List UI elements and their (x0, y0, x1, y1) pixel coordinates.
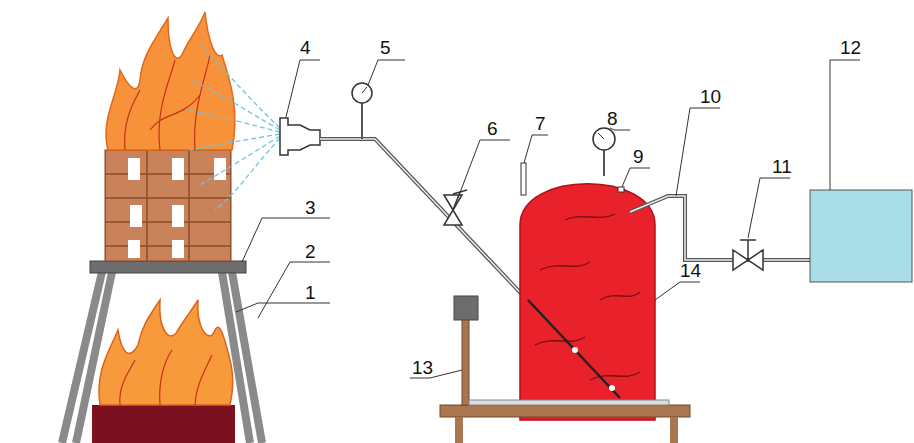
callout-number: 6 (487, 119, 498, 138)
water-tank (520, 184, 655, 420)
callout-number: 14 (680, 261, 701, 280)
stand-plate (90, 261, 246, 273)
safety-valve (618, 187, 624, 192)
callout-number: 9 (633, 147, 644, 166)
pressure-gauge (352, 83, 372, 103)
scale-display (454, 296, 478, 320)
callout-number: 7 (535, 114, 546, 133)
callout-number: 4 (300, 38, 311, 57)
valve (444, 190, 467, 225)
stand-leg (62, 272, 262, 443)
gas-pipe (630, 196, 810, 260)
pool-fire (99, 300, 233, 405)
nozzle (280, 118, 320, 155)
callout-number: 12 (840, 38, 861, 57)
weighing-scale (462, 318, 469, 405)
callout-number: 13 (412, 358, 433, 377)
callout-number: 1 (305, 283, 316, 302)
leader-line (236, 60, 860, 378)
nitrogen-source (810, 190, 912, 282)
fuel-tray (92, 405, 235, 443)
vent-pipe (521, 163, 526, 195)
wood-crib (105, 150, 231, 261)
callout-number: 10 (700, 87, 721, 106)
pressure-gauge (593, 128, 615, 150)
callout-number: 5 (380, 38, 391, 57)
valve (733, 240, 763, 270)
water-mist-spray (185, 45, 280, 210)
crib-fire (106, 12, 235, 150)
table (440, 405, 690, 417)
callout-number: 2 (305, 242, 316, 261)
callout-number: 11 (772, 157, 792, 176)
callout-number: 8 (607, 109, 618, 128)
callout-number: 3 (305, 198, 316, 217)
